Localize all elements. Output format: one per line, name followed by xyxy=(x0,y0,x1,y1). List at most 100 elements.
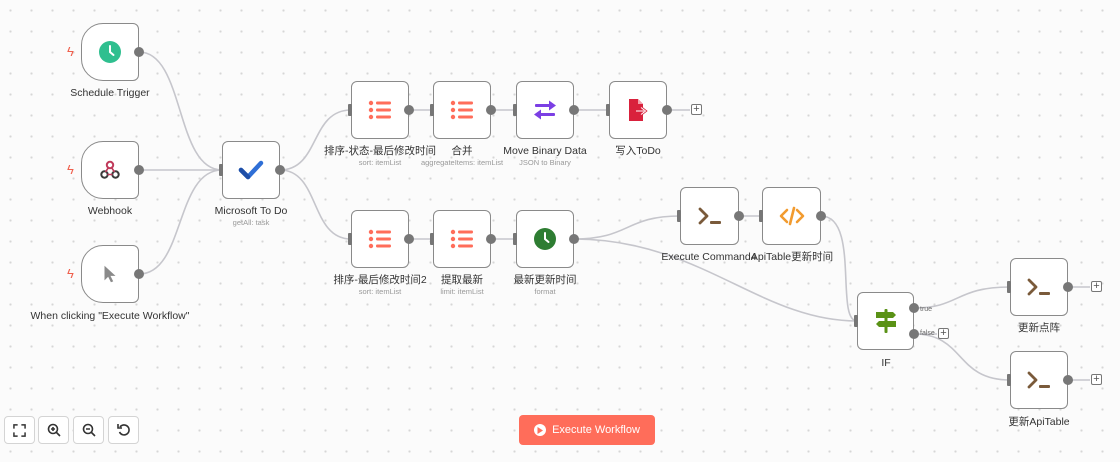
list-icon xyxy=(450,100,473,120)
signpost-icon xyxy=(875,309,896,333)
input-handle[interactable] xyxy=(606,104,610,116)
add-node-button[interactable]: + xyxy=(1091,281,1102,292)
node-subtitle: sort: itemList xyxy=(358,158,402,167)
node-subtitle: limit: itemList xyxy=(440,287,484,296)
node-manual-trigger[interactable] xyxy=(81,245,139,303)
input-handle[interactable] xyxy=(759,210,763,222)
webhook-icon xyxy=(100,160,120,179)
node-move-binary-data[interactable] xyxy=(516,81,574,139)
node-apitable-update-time[interactable] xyxy=(762,187,821,245)
output-handle[interactable] xyxy=(569,234,579,244)
node-update-dot-matrix[interactable] xyxy=(1010,258,1068,316)
input-handle[interactable] xyxy=(677,210,681,222)
node-label: When clicking "Execute Workflow" xyxy=(30,310,190,322)
input-handle[interactable] xyxy=(513,233,517,245)
node-label: 排序-状态-最后修改时间 xyxy=(324,145,436,157)
edge-if-false-updateapi xyxy=(913,333,1011,381)
edge-mstodo-sort2 xyxy=(279,169,352,240)
node-label: 提取最新 xyxy=(441,274,483,286)
input-handle[interactable] xyxy=(513,104,517,116)
node-subtitle: format xyxy=(534,287,556,296)
branch-true-label: true xyxy=(920,306,933,313)
output-handle[interactable] xyxy=(404,234,414,244)
zoom-in-button[interactable] xyxy=(38,416,69,444)
code-icon xyxy=(779,206,804,226)
node-label: 排序-最后修改时间2 xyxy=(333,274,427,286)
edge-manual-mstodo xyxy=(138,169,223,275)
arrows-icon xyxy=(534,100,556,120)
output-handle[interactable] xyxy=(134,165,144,175)
list-icon xyxy=(368,229,391,249)
output-handle[interactable] xyxy=(1063,282,1073,292)
zoom-in-icon xyxy=(47,423,61,437)
edge-latest-if xyxy=(573,238,858,322)
execute-workflow-button[interactable]: Execute Workflow xyxy=(519,415,655,445)
branch-false-label: false xyxy=(920,330,935,337)
output-handle[interactable] xyxy=(134,269,144,279)
zoom-out-icon xyxy=(82,423,96,437)
node-extract-latest[interactable] xyxy=(433,210,491,268)
reset-zoom-button[interactable] xyxy=(108,416,139,444)
node-label: Move Binary Data xyxy=(503,145,587,157)
terminal-icon xyxy=(1027,278,1050,296)
input-handle[interactable] xyxy=(1007,281,1011,293)
terminal-icon xyxy=(1027,371,1050,389)
output-handle[interactable] xyxy=(275,165,285,175)
node-subtitle: getAll: task xyxy=(232,218,270,227)
input-handle[interactable] xyxy=(1007,374,1011,386)
node-schedule-trigger[interactable] xyxy=(81,23,139,81)
output-handle[interactable] xyxy=(1063,375,1073,385)
input-handle[interactable] xyxy=(348,233,352,245)
edge-mstodo-sort1 xyxy=(279,109,352,171)
node-sort-status-modified[interactable] xyxy=(351,81,409,139)
output-handle-true[interactable] xyxy=(909,303,919,313)
output-handle[interactable] xyxy=(134,47,144,57)
input-handle[interactable] xyxy=(219,164,223,176)
edge-apitable-if xyxy=(820,215,858,322)
file-export-icon xyxy=(629,99,648,121)
output-handle[interactable] xyxy=(734,211,744,221)
input-handle[interactable] xyxy=(854,315,858,327)
node-label: Webhook xyxy=(87,205,133,217)
input-handle[interactable] xyxy=(348,104,352,116)
zoom-to-fit-button[interactable] xyxy=(4,416,35,444)
input-handle[interactable] xyxy=(430,233,434,245)
add-node-button[interactable]: + xyxy=(691,104,702,115)
zoom-out-button[interactable] xyxy=(73,416,104,444)
add-node-button[interactable]: + xyxy=(938,328,949,339)
node-label: 写入ToDo xyxy=(615,145,661,157)
edge-if-true-updatedots xyxy=(913,286,1011,309)
node-webhook[interactable] xyxy=(81,141,139,199)
node-subtitle: JSON to Binary xyxy=(519,158,571,167)
add-node-button[interactable]: + xyxy=(1091,374,1102,385)
node-label: 合并 xyxy=(451,145,473,157)
node-label: IF xyxy=(881,357,891,369)
node-update-apitable[interactable] xyxy=(1010,351,1068,409)
input-handle[interactable] xyxy=(430,104,434,116)
terminal-icon xyxy=(698,207,721,225)
node-label: 更新ApiTable xyxy=(1008,416,1070,428)
expand-icon xyxy=(13,423,26,437)
output-handle[interactable] xyxy=(486,105,496,115)
output-handle[interactable] xyxy=(569,105,579,115)
node-write-todo[interactable] xyxy=(609,81,667,139)
output-handle[interactable] xyxy=(404,105,414,115)
output-handle[interactable] xyxy=(816,211,826,221)
clock-icon xyxy=(99,41,121,63)
node-execute-command[interactable] xyxy=(680,187,739,245)
output-handle[interactable] xyxy=(486,234,496,244)
play-icon xyxy=(534,424,547,436)
node-label: ApiTable更新时间 xyxy=(750,251,834,263)
node-label: 更新点阵 xyxy=(1018,322,1060,334)
edge-latest-execcmd xyxy=(573,215,681,240)
output-handle[interactable] xyxy=(662,105,672,115)
node-sort-modified-2[interactable] xyxy=(351,210,409,268)
node-merge[interactable] xyxy=(433,81,491,139)
node-subtitle: sort: itemList xyxy=(358,287,402,296)
execute-workflow-label: Execute Workflow xyxy=(552,424,640,436)
node-latest-update-time[interactable] xyxy=(516,210,574,268)
node-microsoft-todo[interactable] xyxy=(222,141,280,199)
output-handle-false[interactable] xyxy=(909,329,919,339)
node-if[interactable] xyxy=(857,292,914,350)
